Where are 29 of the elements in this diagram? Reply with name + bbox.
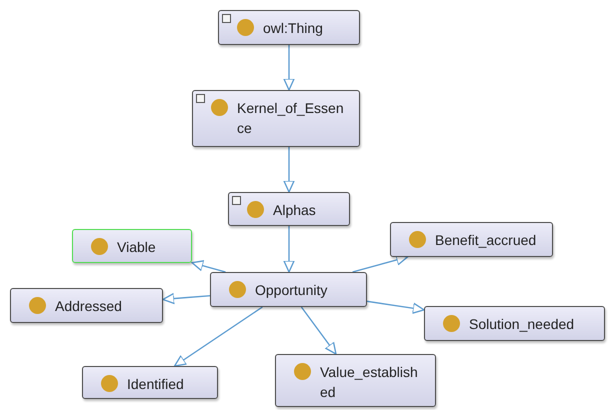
class-box	[424, 306, 605, 341]
class-box	[82, 366, 218, 399]
subclass-arrow	[300, 306, 337, 355]
class-box	[228, 192, 350, 226]
class-box	[218, 10, 360, 45]
class-label: Kernel_of_Essence	[237, 99, 345, 138]
subclass-arrow	[191, 260, 226, 273]
class-label: Benefit_accrued	[435, 231, 536, 250]
subclass-arrow	[283, 147, 295, 193]
class-label: Value_established	[320, 363, 419, 402]
class-box	[390, 222, 553, 257]
subclass-arrow	[283, 45, 295, 91]
subclass-arrow	[352, 254, 408, 273]
subclass-arrow	[162, 292, 210, 304]
selected-class-box	[72, 229, 192, 263]
class-label: Alphas	[273, 201, 316, 220]
class-label: Identified	[127, 375, 184, 394]
class-label: Opportunity	[255, 281, 328, 300]
class-box	[275, 354, 436, 407]
subclass-arrow	[174, 306, 263, 367]
class-label: Addressed	[55, 297, 122, 316]
subclass-arrow	[283, 226, 295, 273]
class-label: owl:Thing	[263, 19, 323, 38]
class-label: Solution_needed	[469, 315, 574, 334]
class-box	[210, 272, 367, 307]
class-box	[10, 288, 163, 323]
subclass-arrow	[366, 300, 425, 314]
class-box	[192, 90, 360, 147]
class-label: Viable	[117, 238, 156, 257]
